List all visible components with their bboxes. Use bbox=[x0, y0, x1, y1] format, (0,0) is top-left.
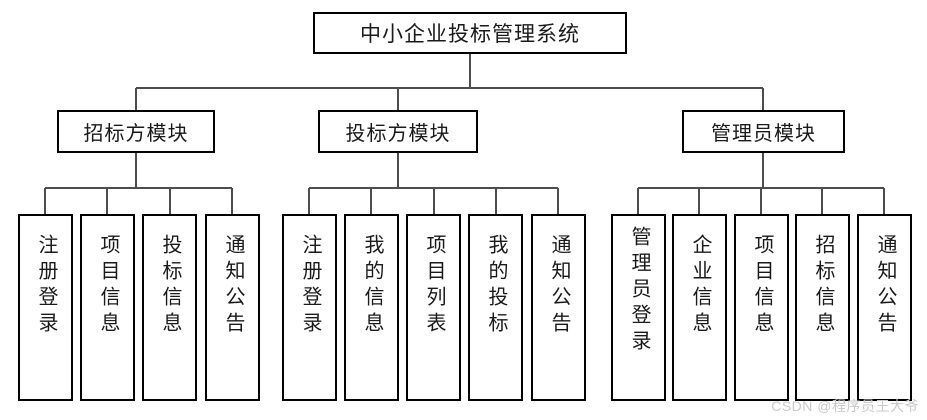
leaf-node: 通知公告 bbox=[205, 214, 260, 401]
leaf-node-label: 投标信息 bbox=[159, 234, 181, 338]
leaf-node: 注册登录 bbox=[282, 214, 337, 401]
leaf-node-label: 我的信息 bbox=[361, 234, 383, 338]
leaf-node: 通知公告 bbox=[531, 214, 586, 401]
leaf-node-label: 招标信息 bbox=[812, 234, 834, 338]
leaf-node-label: 我的投标 bbox=[485, 234, 507, 338]
node-module-bidding-party-label: 招标方模块 bbox=[83, 123, 189, 145]
leaf-node-label: 企业信息 bbox=[689, 234, 711, 338]
leaf-node: 企业信息 bbox=[672, 214, 727, 401]
leaf-node-label: 注册登录 bbox=[299, 234, 321, 338]
leaf-node-label: 管理员登录 bbox=[628, 226, 650, 356]
leaf-node: 项目信息 bbox=[734, 214, 789, 401]
leaf-node: 通知公告 bbox=[857, 214, 912, 401]
leaf-node: 管理员登录 bbox=[611, 214, 666, 401]
leaf-node-label: 通知公告 bbox=[548, 234, 570, 338]
leaf-node-label: 通知公告 bbox=[222, 234, 244, 338]
leaf-node-label: 项目信息 bbox=[97, 234, 119, 338]
leaf-node: 投标信息 bbox=[142, 214, 197, 401]
node-module-tenderer-label: 投标方模块 bbox=[345, 123, 451, 145]
node-root-label: 中小企业投标管理系统 bbox=[360, 22, 580, 46]
leaf-node: 项目信息 bbox=[80, 214, 135, 401]
leaf-node: 招标信息 bbox=[795, 214, 850, 401]
leaf-node-label: 项目信息 bbox=[751, 234, 773, 338]
leaf-node: 我的信息 bbox=[344, 214, 399, 401]
leaf-node: 项目列表 bbox=[406, 214, 461, 401]
node-module-tenderer: 投标方模块 bbox=[318, 110, 478, 153]
node-module-administrator-label: 管理员模块 bbox=[711, 123, 816, 145]
leaf-node-label: 注册登录 bbox=[35, 234, 57, 338]
watermark: CSDN @程序员王大爷 bbox=[771, 398, 919, 414]
node-module-administrator: 管理员模块 bbox=[682, 110, 845, 153]
leaf-node-label: 通知公告 bbox=[874, 234, 896, 338]
leaf-node: 我的投标 bbox=[468, 214, 523, 401]
leaf-node: 注册登录 bbox=[18, 214, 73, 401]
node-module-bidding-party: 招标方模块 bbox=[57, 110, 215, 153]
node-root: 中小企业投标管理系统 bbox=[313, 12, 627, 54]
leaf-node-label: 项目列表 bbox=[423, 234, 445, 338]
